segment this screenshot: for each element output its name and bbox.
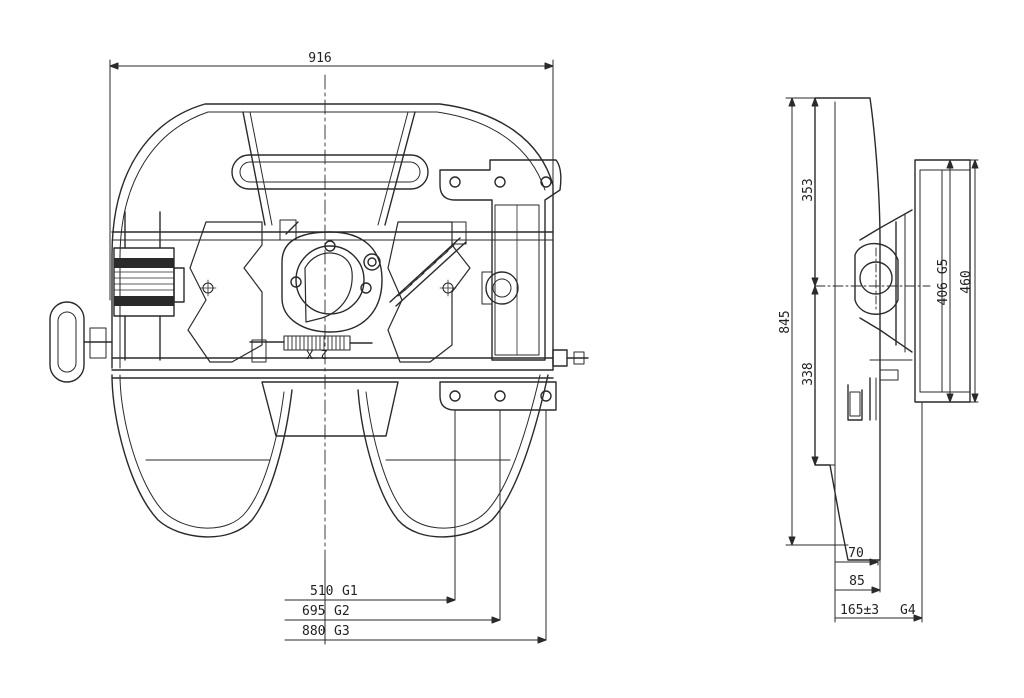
release-handle	[49, 301, 113, 383]
side-linkage	[814, 209, 931, 381]
plate-outline	[111, 103, 554, 371]
gauge-g2-label: G2	[334, 604, 350, 619]
gauge-g1-value: 510	[310, 584, 333, 599]
mount-plate	[914, 159, 971, 403]
left-spring-assembly	[113, 211, 185, 361]
gauge-g1-label: G1	[342, 584, 358, 599]
gauge-dimensions	[284, 409, 547, 645]
kingpin-lock	[279, 219, 383, 333]
right-mount-bracket	[439, 159, 562, 361]
gauge-g2-value: 695	[302, 604, 325, 619]
spring-label: 2 X	[305, 347, 327, 361]
right-spring	[389, 221, 467, 307]
width-dimension	[109, 59, 554, 301]
overall-height-label: 845	[778, 310, 793, 333]
front-view	[49, 59, 589, 645]
kingpin-pocket	[261, 381, 399, 437]
side-body	[814, 97, 881, 561]
gauge-labels: 510 G1 695 G2 880 G3	[302, 584, 358, 639]
dim-165-g4-label: G4	[900, 603, 916, 618]
plate-length-label: 460	[959, 270, 974, 293]
side-view	[785, 97, 979, 623]
overall-width-label: 916	[308, 51, 331, 66]
plate-outline-inner	[119, 111, 546, 369]
upper-height-label: 353	[801, 178, 816, 201]
left-cutout	[187, 221, 263, 363]
lower-height-label: 338	[801, 362, 816, 385]
side-dimensions	[785, 97, 979, 623]
dim-165-label: 165±3	[840, 603, 879, 618]
mount-length-label: 406 G5	[936, 259, 951, 306]
handle-slot	[231, 154, 429, 190]
side-handle	[847, 377, 877, 421]
horizontal-spring	[249, 335, 373, 363]
lower-ramps	[111, 374, 549, 538]
dim-70-label: 70	[848, 546, 864, 561]
gauge-g3-value: 880	[302, 624, 325, 639]
lower-mount-bracket	[439, 381, 557, 411]
dim-85-label: 85	[849, 574, 865, 589]
side-bolt	[552, 349, 589, 367]
gauge-g3-label: G3	[334, 624, 350, 639]
bolt-holes	[199, 279, 457, 297]
